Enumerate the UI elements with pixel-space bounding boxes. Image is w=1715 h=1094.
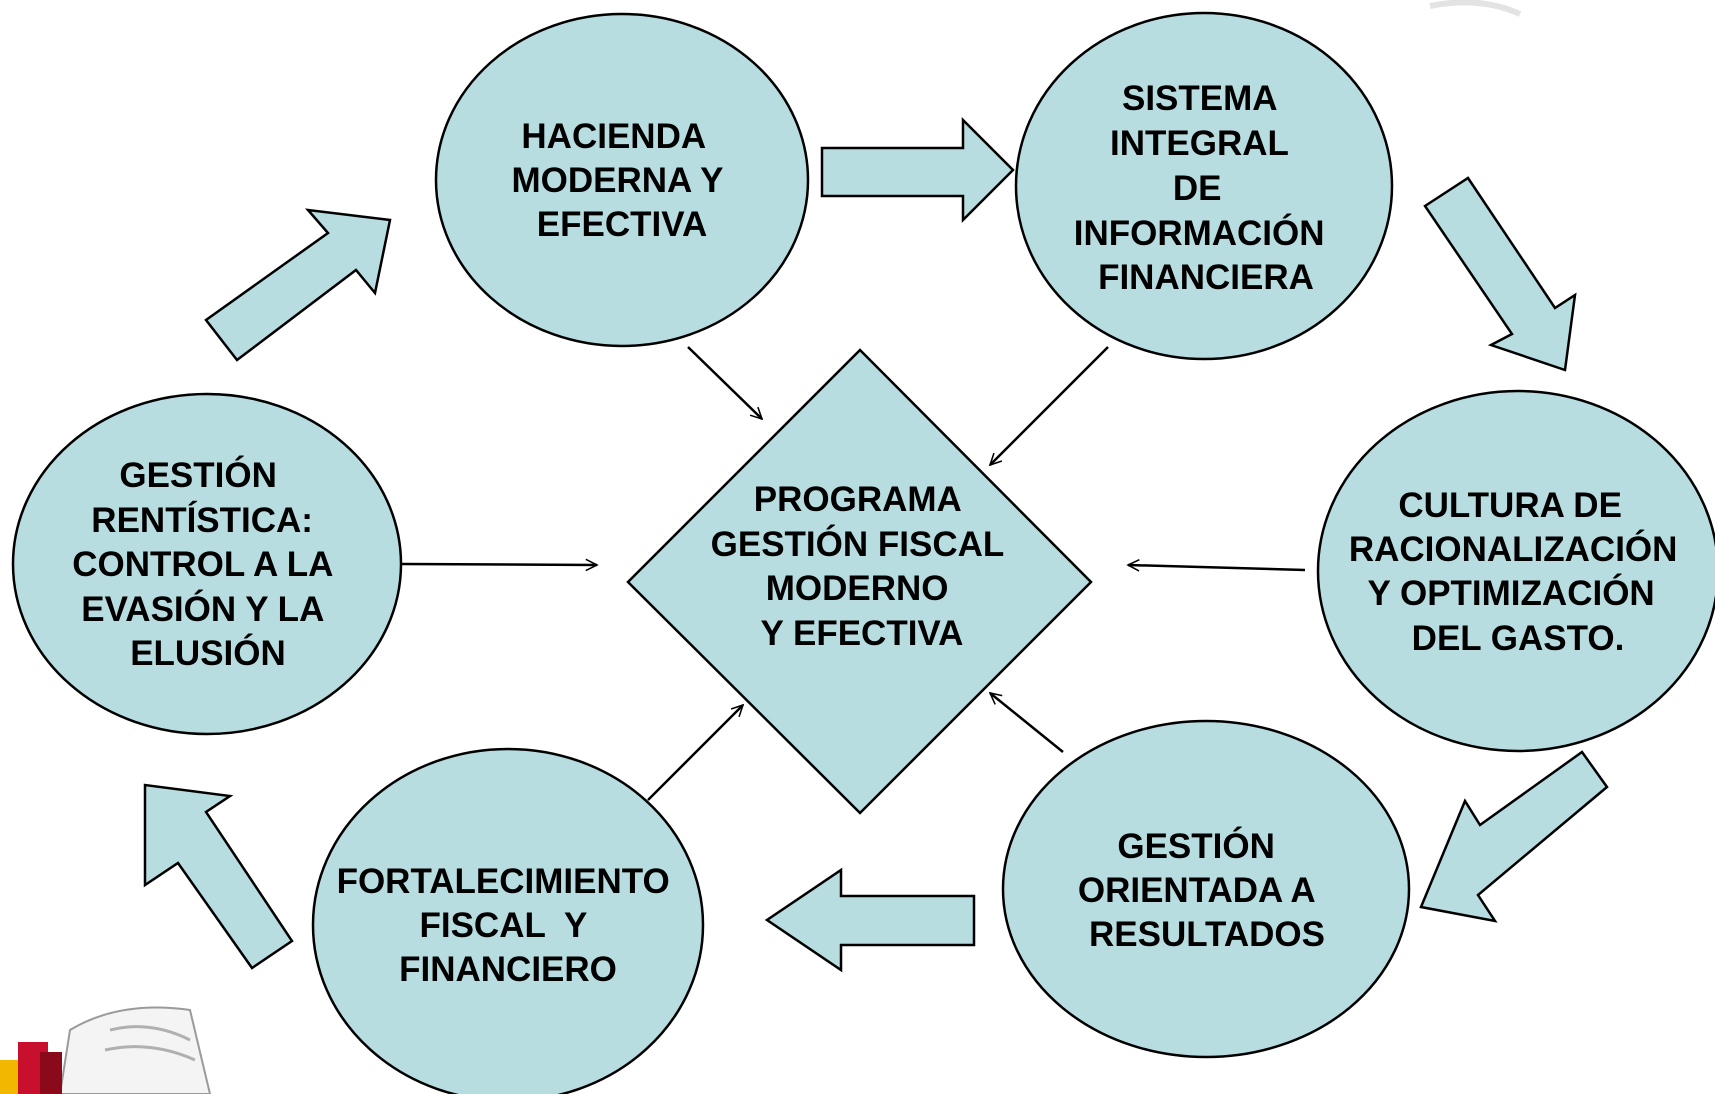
center-title: PROGRAMA GESTIÓN FISCAL MODERNO Y EFECTI… — [711, 480, 1014, 653]
center-line-1: PROGRAMA — [754, 480, 962, 519]
connector-cultura-to-center — [1128, 565, 1306, 570]
cycle-arrow-cultura-to-resultados — [1419, 750, 1609, 923]
node-cultura — [1316, 389, 1715, 753]
node-gestion-resultados-label: GESTIÓN ORIENTADA A RESULTADOS — [1078, 826, 1325, 954]
node-gestion-rentistica-label: GESTIÓN RENTÍSTICA: CONTROL A LA EVASIÓN… — [72, 455, 342, 673]
center-diamond — [626, 348, 1093, 815]
center-line-2: GESTIÓN FISCAL — [711, 524, 1004, 564]
cycle-arrow-fortalecimiento-to-rentistica — [143, 783, 294, 970]
cycle-arrow-hacienda-to-sistema — [820, 116, 1015, 224]
node-gestion-rentistica — [11, 392, 403, 736]
node-hacienda-label: HACIENDA MODERNA Y EFECTIVA — [511, 117, 732, 244]
connector-rentistica-to-center — [401, 564, 597, 565]
node-sistema-label: SISTEMA INTEGRAL DE INFORMACIÓN FINANCIE… — [1074, 79, 1335, 297]
connector-resultados-to-center — [990, 693, 1064, 753]
center-line-4: Y EFECTIVA — [761, 614, 964, 653]
corner-decoration — [1429, 0, 1522, 17]
connector-hacienda-to-center — [687, 346, 762, 419]
cycle-arrow-sistema-to-cultura — [1423, 176, 1577, 372]
connector-fortalecimiento-to-center — [647, 705, 743, 801]
node-cultura-label: CULTURA DE RACIONALIZACIÓN Y OPTIMIZACIÓ… — [1349, 486, 1687, 658]
connector-sistema-to-center — [990, 346, 1109, 465]
node-fortalecimiento-label: FORTALECIMIENTO FISCAL Y FINANCIERO — [337, 862, 680, 989]
node-gestion-resultados — [1001, 719, 1411, 1059]
node-sistema — [1014, 11, 1394, 361]
node-hacienda — [434, 12, 810, 348]
cycle-arrow-resultados-to-fortalecimiento — [764, 867, 976, 973]
node-fortalecimiento — [311, 747, 705, 1094]
corner-logo-icon — [0, 1006, 212, 1094]
center-line-3: MODERNO — [766, 569, 949, 608]
cycle-arrow-rentistica-to-hacienda — [204, 208, 392, 362]
